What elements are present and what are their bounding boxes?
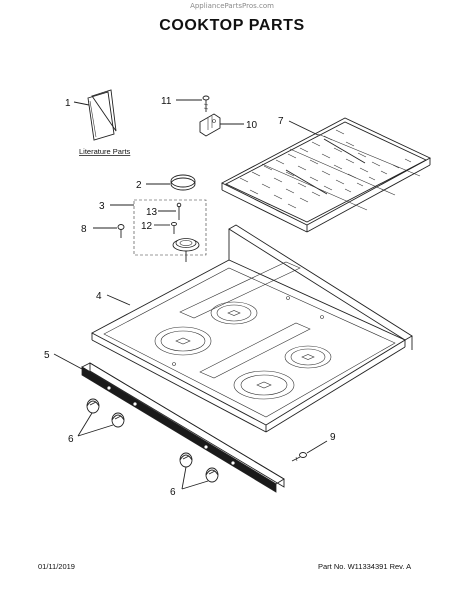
callout-2: 2	[136, 180, 142, 191]
callout-13: 13	[146, 207, 158, 218]
callout-12: 12	[141, 221, 153, 232]
leader-9	[306, 440, 328, 454]
callout-8: 8	[81, 224, 87, 235]
screw-9	[291, 452, 307, 462]
callout-6-lower: 6	[170, 487, 176, 498]
bracket-10	[199, 113, 221, 137]
watermark: AppliancePartsPros.com	[190, 2, 274, 10]
literature-booklet	[87, 89, 117, 141]
callout-4: 4	[96, 291, 102, 302]
leader-7	[288, 120, 319, 136]
page-title: COOKTOP PARTS	[159, 17, 305, 34]
callout-10: 10	[246, 120, 258, 131]
leader-4	[106, 294, 131, 306]
callout-9: 9	[330, 432, 336, 443]
knob-upper-left	[86, 398, 100, 414]
knob-lower-right	[205, 467, 219, 483]
leader-5	[53, 353, 83, 370]
knob-lower-left	[179, 452, 193, 468]
callout-5: 5	[44, 350, 50, 361]
footer-part-number: Part No. W11334391 Rev. A	[318, 562, 412, 571]
screw-12	[171, 221, 177, 234]
burner-cap	[170, 174, 196, 191]
footer-date: 01/11/2019	[38, 562, 75, 571]
burner-assembly-box	[133, 199, 207, 256]
leader-6b-1	[181, 466, 187, 490]
burner-head	[172, 238, 200, 262]
cooktop-panel	[91, 224, 413, 433]
callout-6-upper: 6	[68, 434, 74, 445]
leader-6b-2	[181, 480, 209, 490]
callout-3: 3	[99, 201, 105, 212]
grate	[221, 117, 431, 233]
control-panel-bar	[81, 362, 285, 493]
knob-upper-right	[111, 412, 125, 428]
leader-6a-2	[77, 424, 114, 437]
electrode-13	[176, 202, 182, 220]
callout-7: 7	[278, 116, 284, 127]
leader-6a-1	[77, 412, 93, 437]
screw-8	[117, 224, 125, 238]
literature-parts-label: Literature Parts	[79, 147, 131, 156]
screw-11	[202, 95, 210, 112]
leader-1	[73, 101, 90, 106]
callout-11: 11	[161, 96, 172, 107]
callout-1: 1	[65, 98, 71, 109]
